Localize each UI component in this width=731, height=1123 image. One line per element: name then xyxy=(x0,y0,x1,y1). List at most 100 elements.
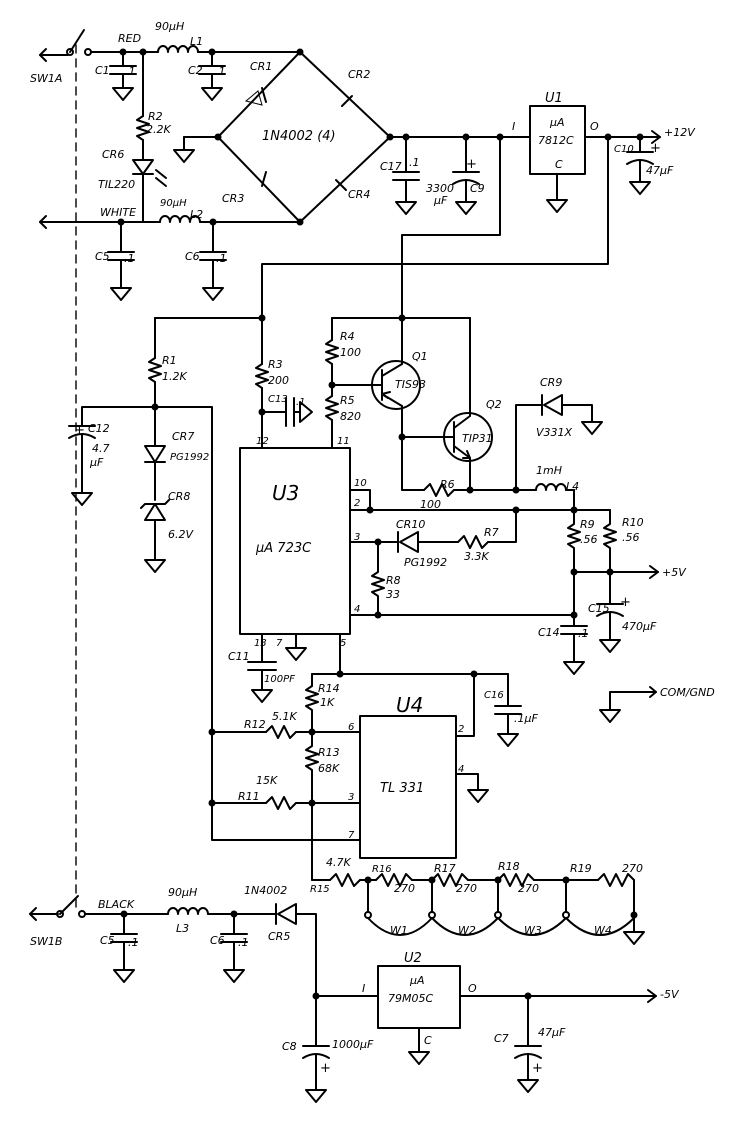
q1-ref: Q1 xyxy=(412,350,428,363)
c13-value: .1 xyxy=(296,397,306,408)
cr9-ref: CR9 xyxy=(540,376,562,389)
resistor-r5: R5 820 xyxy=(325,394,361,449)
u1-line1: μA xyxy=(549,116,565,129)
capacitor-c9: + 3300 μF C9 xyxy=(426,136,485,215)
r6-value: 100 xyxy=(420,498,441,511)
c8-value: 1000μF xyxy=(332,1038,374,1051)
l1-ref: L1 xyxy=(190,35,203,48)
c6a-value: .1 xyxy=(216,252,227,265)
r12-ref: R12 xyxy=(244,718,266,731)
cr2-ref: CR2 xyxy=(348,68,370,81)
u1-out: O xyxy=(590,120,599,133)
capacitor-c6a: C6 .1 xyxy=(185,221,227,301)
probe-w4: W4 xyxy=(594,924,612,937)
u4-pin7: 7 xyxy=(348,830,355,841)
c11-ref: C11 xyxy=(228,650,250,663)
r15-value: 4.7K xyxy=(326,856,351,869)
r17-value: 270 xyxy=(456,882,477,895)
q1-part: TIS93 xyxy=(395,378,426,391)
inductor-l2 xyxy=(159,215,201,223)
c5b-value: .1 xyxy=(128,936,139,949)
c15-ref: C15 xyxy=(588,602,610,615)
r3-value: 200 xyxy=(268,374,289,387)
transistor-q1: Q1 TIS93 xyxy=(331,317,428,438)
white-input-line: WHITE 90μH L2 xyxy=(39,198,301,229)
r16-ref: R16 xyxy=(372,864,392,875)
u2-line1: μA xyxy=(409,974,425,987)
r2-ref: R2 xyxy=(148,110,163,123)
c12-ref: C12 xyxy=(88,422,110,435)
capacitor-c5a: C5 .1 xyxy=(95,221,135,301)
cr6-ref: CR6 xyxy=(102,148,124,161)
probe-w3: W3 xyxy=(524,924,542,937)
r14-value: 1K xyxy=(320,696,335,709)
r4-value: 100 xyxy=(340,346,361,359)
com-gnd-legend: COM/GND xyxy=(599,686,715,723)
u4-pin3: 3 xyxy=(348,792,354,803)
c9-value: 3300 xyxy=(426,182,454,195)
u3-pin2: 2 xyxy=(354,498,360,509)
diode-cr7: CR7 PG1992 xyxy=(144,430,209,501)
r11-value: 15K xyxy=(256,774,278,787)
u1-common: C xyxy=(555,158,563,171)
c10-value: 47μF xyxy=(646,164,674,177)
u2-ref: U2 xyxy=(404,951,422,966)
capacitor-c6b: C6 .1 xyxy=(210,913,249,983)
cr10-part: PG1992 xyxy=(404,556,447,569)
capacitor-c2: C2 .1 xyxy=(188,51,226,101)
c5b-ref: C5 xyxy=(100,934,115,947)
r12-value: 5.1K xyxy=(272,710,297,723)
u4-wiring: R14 1K R12 5.1K R13 68K R11 15K R15 4.7K xyxy=(211,633,509,895)
l2-value: 90μH xyxy=(160,198,187,209)
probe-w2: W2 xyxy=(458,924,476,937)
c10-ref: C10 xyxy=(614,144,634,155)
capacitor-c8: C8 1000μF + xyxy=(282,992,379,1103)
resistor-r1: R1 1.2K xyxy=(148,354,187,447)
r13-ref: R13 xyxy=(318,746,340,759)
regulator-u2: U2 μA 79M05C I O C xyxy=(362,951,477,1065)
regulator-u1: U1 μA 7812C I O C xyxy=(512,91,599,213)
c1-value: .1 xyxy=(125,65,136,78)
r8-ref: R8 xyxy=(386,574,401,587)
u3-pin7: 7 xyxy=(276,638,283,649)
label-plus12v: +12V xyxy=(664,126,696,139)
r15-ref: R15 xyxy=(310,884,330,895)
capacitor-c13: C13 .1 xyxy=(261,394,313,427)
c6b-value: .1 xyxy=(238,936,249,949)
c10-plus: + xyxy=(650,141,661,156)
r1-ref: R1 xyxy=(162,354,177,367)
u3-pin10: 10 xyxy=(354,478,367,489)
r10-value: .56 xyxy=(622,531,640,544)
c13-ref: C13 xyxy=(268,394,288,405)
resistor-r2: R2 2.2K xyxy=(136,51,171,141)
c5a-ref: C5 xyxy=(95,250,110,263)
capacitor-c10: C10 + 47μF xyxy=(614,136,674,195)
r4-ref: R4 xyxy=(340,330,355,343)
u3-pin3: 3 xyxy=(354,532,360,543)
resistor-r3: R3 200 xyxy=(255,358,289,449)
r3-ref: R3 xyxy=(268,358,283,371)
cr7-part: PG1992 xyxy=(170,452,209,463)
capacitor-c7: C7 47μF + xyxy=(494,995,566,1093)
diode-cr5: 1N4002 CR5 xyxy=(244,884,317,997)
u4-part: TL 331 xyxy=(380,781,424,796)
r5-value: 820 xyxy=(340,410,361,423)
label-sw1a: SW1A xyxy=(30,72,62,85)
u3-part: μA 723C xyxy=(255,541,312,556)
label-com-gnd: COM/GND xyxy=(660,686,715,699)
cr10-ref: CR10 xyxy=(396,518,425,531)
c9-ref: C9 xyxy=(470,182,485,195)
c7-plus: + xyxy=(532,1061,543,1076)
r8-value: 33 xyxy=(386,588,400,601)
c1-ref: C1 xyxy=(95,64,110,77)
c9-plus: + xyxy=(466,157,477,172)
u3-pin12: 12 xyxy=(256,436,269,447)
capacitor-c15: C15 + 470μF xyxy=(588,571,657,653)
u3-ref: U3 xyxy=(272,481,299,505)
r1-value: 1.2K xyxy=(162,370,187,383)
c9-unit: μF xyxy=(433,194,448,207)
diode-cr1 xyxy=(244,90,263,106)
u3-pin11: 11 xyxy=(337,436,350,447)
r7-value: 3.3K xyxy=(464,550,489,563)
r18-value: 270 xyxy=(518,882,539,895)
